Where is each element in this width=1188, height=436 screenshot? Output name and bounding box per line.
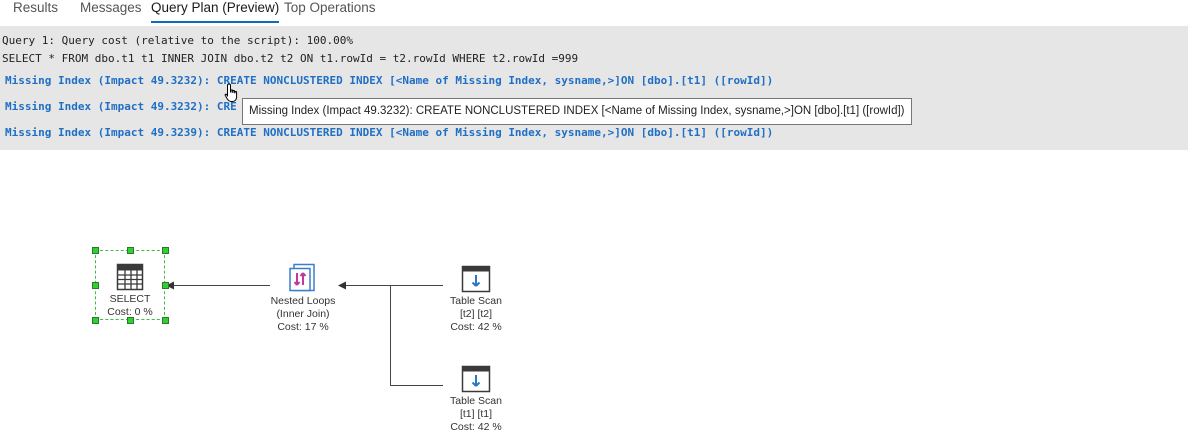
node-label: Table Scan <box>450 395 502 407</box>
resize-handle[interactable] <box>92 317 99 324</box>
plan-node-table-scan-t1[interactable]: Table Scan [t1] [t1] Cost: 42 % <box>436 365 516 434</box>
node-selection-box <box>95 250 165 320</box>
resize-handle[interactable] <box>92 282 99 289</box>
missing-index-tooltip: Missing Index (Impact 49.3232): CREATE N… <box>242 98 912 125</box>
missing-index-link[interactable]: Missing Index (Impact 49.3232): CREATE N… <box>5 74 774 87</box>
nested-loops-icon <box>289 263 315 292</box>
missing-index-link[interactable]: Missing Index (Impact 49.3239): CREATE N… <box>5 126 774 139</box>
plan-connector <box>170 285 270 286</box>
hand-cursor-icon <box>224 83 238 102</box>
resize-handle[interactable] <box>92 247 99 254</box>
table-scan-icon <box>461 265 491 293</box>
resize-handle[interactable] <box>162 282 169 289</box>
node-object: [t2] [t2] <box>459 308 493 320</box>
node-join-type: (Inner Join) <box>276 308 330 320</box>
node-cost: Cost: 42 % <box>450 421 502 433</box>
query-info-panel: Query 1: Query cost (relative to the scr… <box>0 26 1188 150</box>
node-label: Table Scan <box>450 295 502 307</box>
resize-handle[interactable] <box>127 317 134 324</box>
node-cost: Cost: 42 % <box>450 321 502 333</box>
tab-top-operations[interactable]: Top Operations <box>284 0 376 15</box>
tab-query-plan[interactable]: Query Plan (Preview) <box>151 0 280 23</box>
plan-connector <box>390 385 443 386</box>
plan-node-select[interactable]: SELECT Cost: 0 % <box>100 263 160 319</box>
arrow-left-icon <box>338 281 346 290</box>
query-text: SELECT * FROM dbo.t1 t1 INNER JOIN dbo.t… <box>2 52 579 65</box>
table-scan-icon <box>461 365 491 393</box>
arrow-left-icon <box>166 281 174 290</box>
resize-handle[interactable] <box>162 247 169 254</box>
resize-handle[interactable] <box>162 317 169 324</box>
tab-messages[interactable]: Messages <box>80 0 142 15</box>
plan-node-table-scan-t2[interactable]: Table Scan [t2] [t2] Cost: 42 % <box>436 265 516 334</box>
plan-connector <box>390 285 391 385</box>
query-header: Query 1: Query cost (relative to the scr… <box>2 34 353 47</box>
resize-handle[interactable] <box>127 247 134 254</box>
select-result-icon <box>116 263 144 291</box>
node-label: Nested Loops <box>270 295 336 307</box>
results-tab-bar: Results Messages Query Plan (Preview) To… <box>0 0 1188 26</box>
node-cost: Cost: 0 % <box>107 306 153 318</box>
missing-index-link[interactable]: Missing Index (Impact 49.3232): CRE <box>5 100 237 113</box>
plan-connector <box>343 285 443 286</box>
node-object: [t1] [t1] <box>459 408 493 420</box>
node-label: SELECT <box>109 293 151 305</box>
node-cost: Cost: 17 % <box>277 321 329 333</box>
plan-node-nested-loops[interactable]: Nested Loops (Inner Join) Cost: 17 % <box>258 263 348 334</box>
tab-results[interactable]: Results <box>13 0 59 15</box>
